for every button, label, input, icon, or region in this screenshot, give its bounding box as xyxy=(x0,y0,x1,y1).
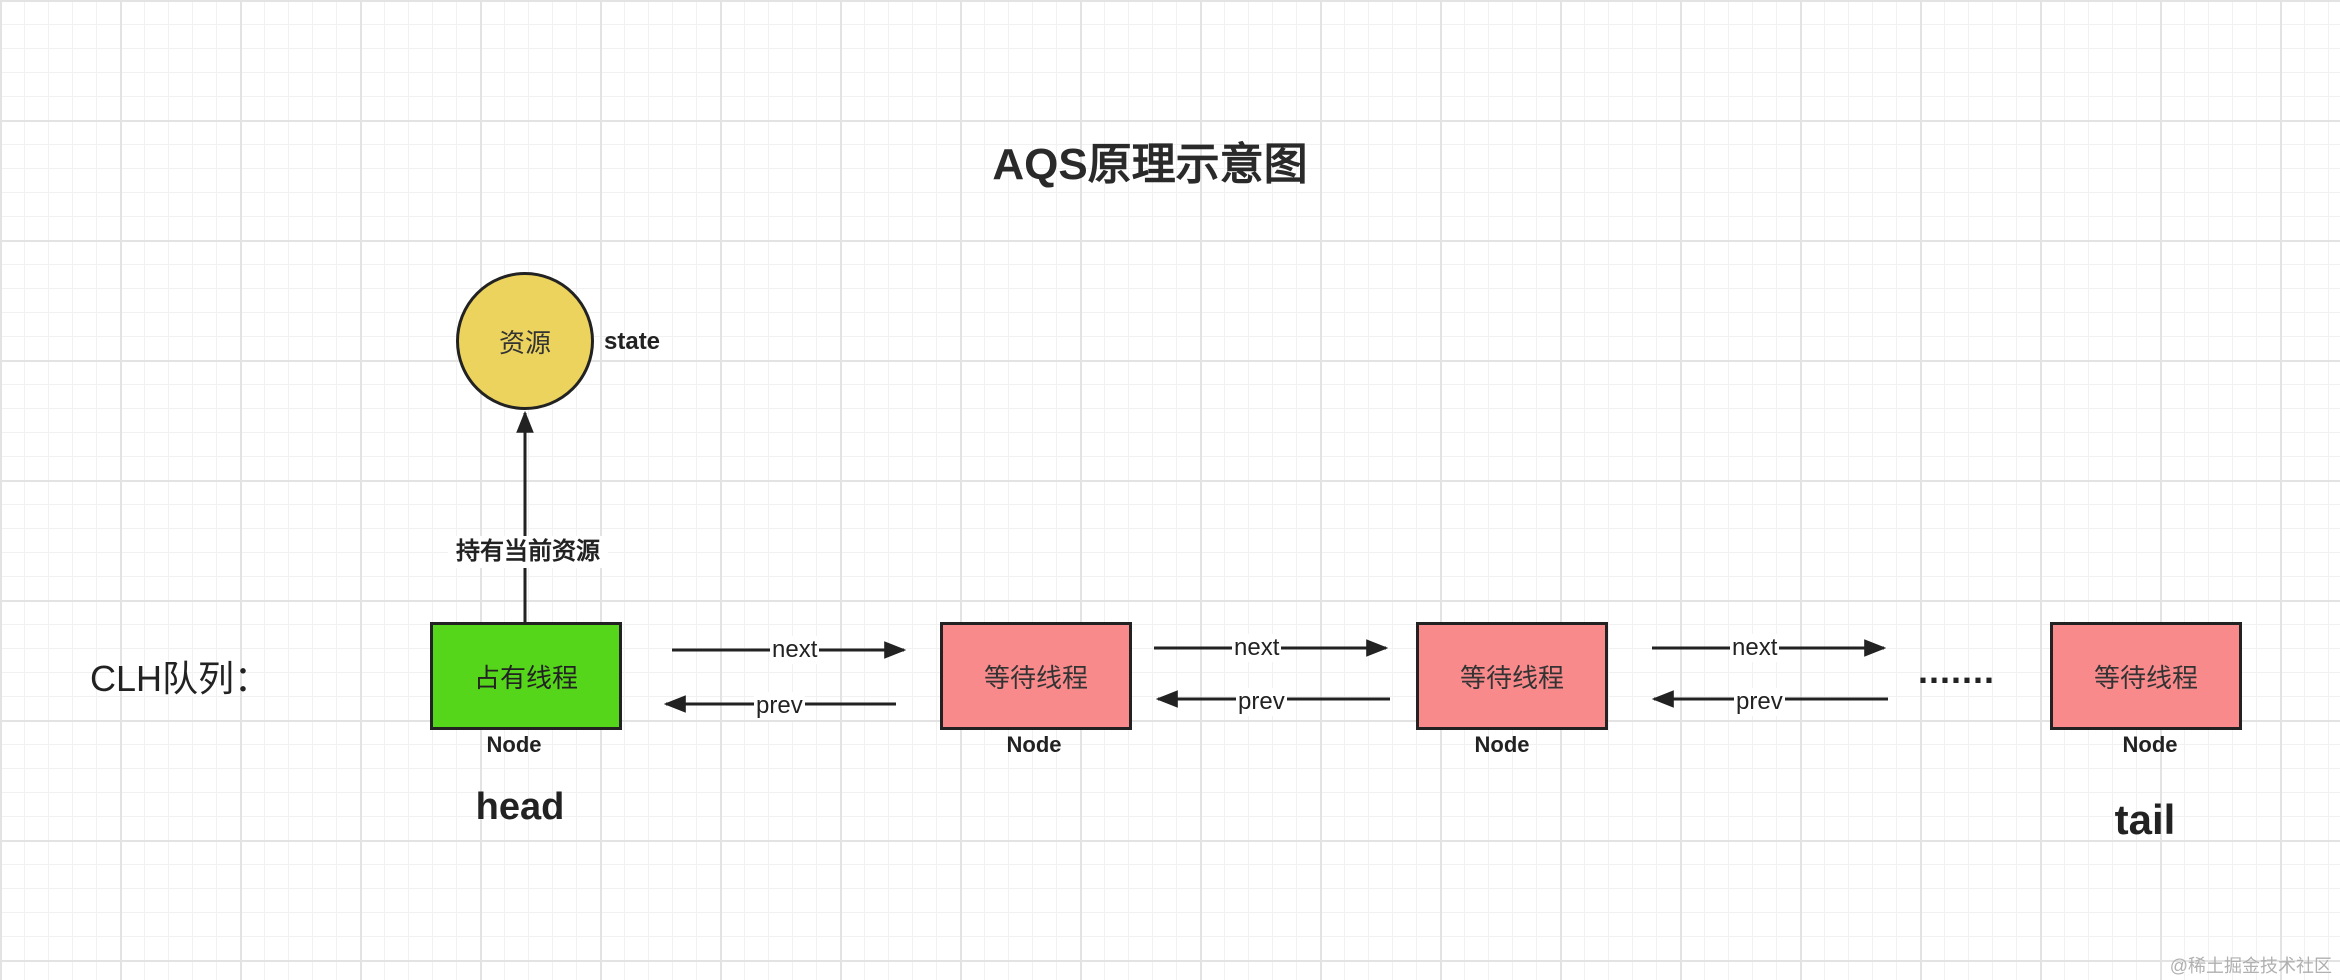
tail-node: 等待线程 xyxy=(2050,622,2242,730)
node-type-label: Node xyxy=(1006,732,1062,757)
next-label-3: next xyxy=(1730,634,1780,662)
resource-circle: 资源 xyxy=(456,272,594,410)
prev-label-2: prev xyxy=(1236,688,1287,716)
waiting-node-2: 等待线程 xyxy=(1416,622,1608,730)
ellipsis: ....... xyxy=(1918,650,1996,691)
node-text: 占有线程 xyxy=(473,662,578,693)
waiting-node-1: 等待线程 xyxy=(940,622,1132,730)
node-type-label: Node xyxy=(486,732,542,757)
node-text: 等待线程 xyxy=(1459,662,1564,693)
node-type-label: Node xyxy=(2122,732,2178,757)
state-label: state xyxy=(604,328,661,355)
tail-label: tail xyxy=(2114,796,2176,843)
watermark: @稀土掘金技术社区 xyxy=(2169,956,2332,976)
diagram-title: AQS原理示意图 xyxy=(992,140,1308,189)
clh-queue-label: CLH队列： xyxy=(90,658,271,699)
resource-label: 资源 xyxy=(498,327,551,358)
node-text: 等待线程 xyxy=(983,662,1088,693)
head-label: head xyxy=(475,786,565,828)
next-label-2: next xyxy=(1232,634,1282,662)
next-label-1: next xyxy=(770,636,820,664)
node-type-label: Node xyxy=(1474,732,1530,757)
prev-label-1: prev xyxy=(754,692,805,720)
node-text: 等待线程 xyxy=(2093,662,2198,693)
holder-node: 占有线程 xyxy=(430,622,622,730)
prev-label-3: prev xyxy=(1734,688,1785,716)
hold-resource-label: 持有当前资源 xyxy=(448,536,608,568)
